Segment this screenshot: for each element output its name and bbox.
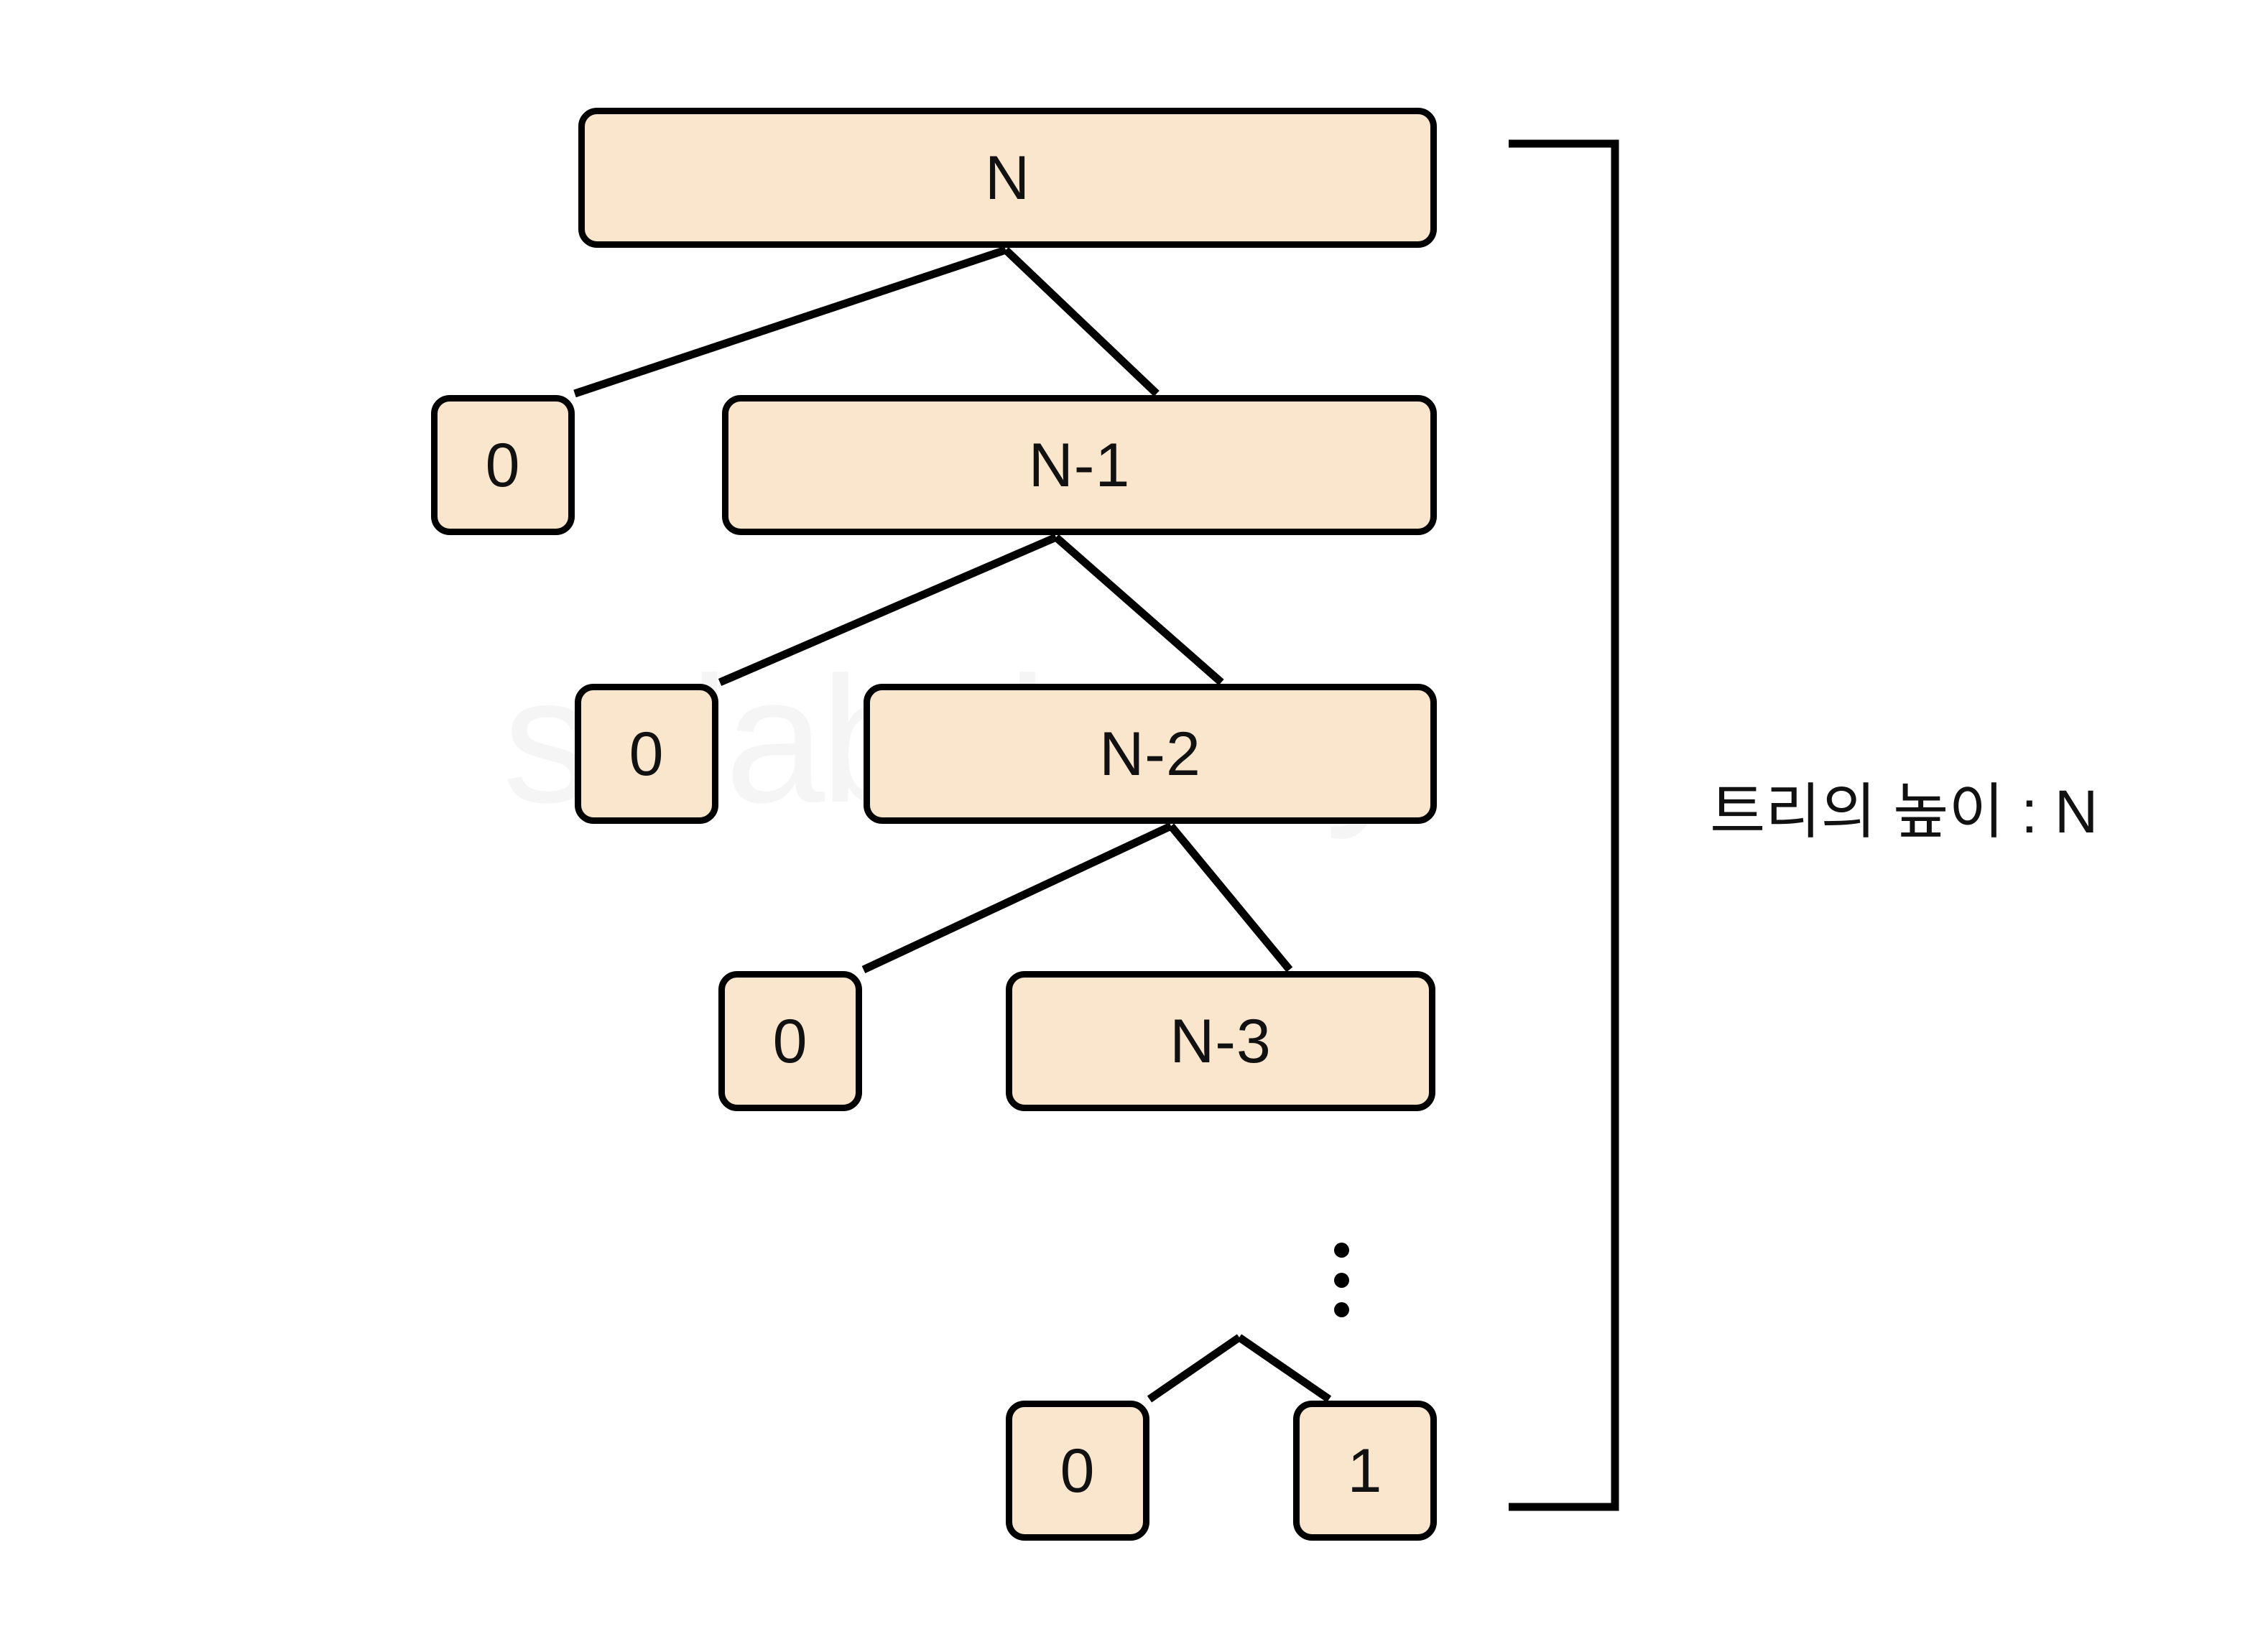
tree-edge-n0-to-n1b xyxy=(1003,247,1160,396)
tree-node-n4b: 1 xyxy=(1293,1401,1437,1541)
tree-node-n2b: N-2 xyxy=(864,684,1437,824)
tree-edge-n0-to-n1a xyxy=(573,246,1007,398)
tree-node-label: N-2 xyxy=(1099,719,1201,789)
ellipsis-dot xyxy=(1333,1243,1349,1258)
tree-node-label: 0 xyxy=(485,430,521,500)
tree-height-label: 트리의 높이 : N xyxy=(1710,778,2098,845)
tree-edge-n2b-to-n3b xyxy=(1167,823,1293,973)
tree-node-label: N xyxy=(984,143,1031,213)
tree-edge-apex-to-n4a xyxy=(1147,1334,1242,1403)
tree-node-label: 0 xyxy=(629,719,665,789)
tree-node-label: N-1 xyxy=(1028,430,1131,500)
tree-node-n2a: 0 xyxy=(575,684,718,824)
tree-node-label: 1 xyxy=(1347,1436,1383,1505)
vertical-ellipsis-icon xyxy=(1333,1243,1349,1317)
tree-edge-n2b-to-n3a xyxy=(861,822,1173,973)
tree-node-n0: N xyxy=(578,108,1437,248)
tree-node-n1a: 0 xyxy=(431,395,575,535)
edge-lines xyxy=(573,246,1332,1403)
tree-node-n3a: 0 xyxy=(718,971,862,1111)
tree-edge-apex-to-n4b xyxy=(1236,1334,1332,1403)
ellipsis-dot xyxy=(1333,1272,1349,1288)
tree-edge-n1b-to-n2b xyxy=(1053,534,1224,686)
tree-edge-n1b-to-n2a xyxy=(718,533,1058,687)
tree-node-n3b: N-3 xyxy=(1006,971,1435,1111)
tree-node-label: 0 xyxy=(1060,1436,1096,1505)
ellipsis-dot xyxy=(1333,1302,1349,1317)
height-bracket xyxy=(1509,139,1619,1511)
tree-node-label: N-3 xyxy=(1170,1006,1272,1076)
tree-node-label: 0 xyxy=(772,1006,808,1076)
tree-node-n4a: 0 xyxy=(1006,1401,1149,1541)
tree-node-n1b: N-1 xyxy=(722,395,1437,535)
